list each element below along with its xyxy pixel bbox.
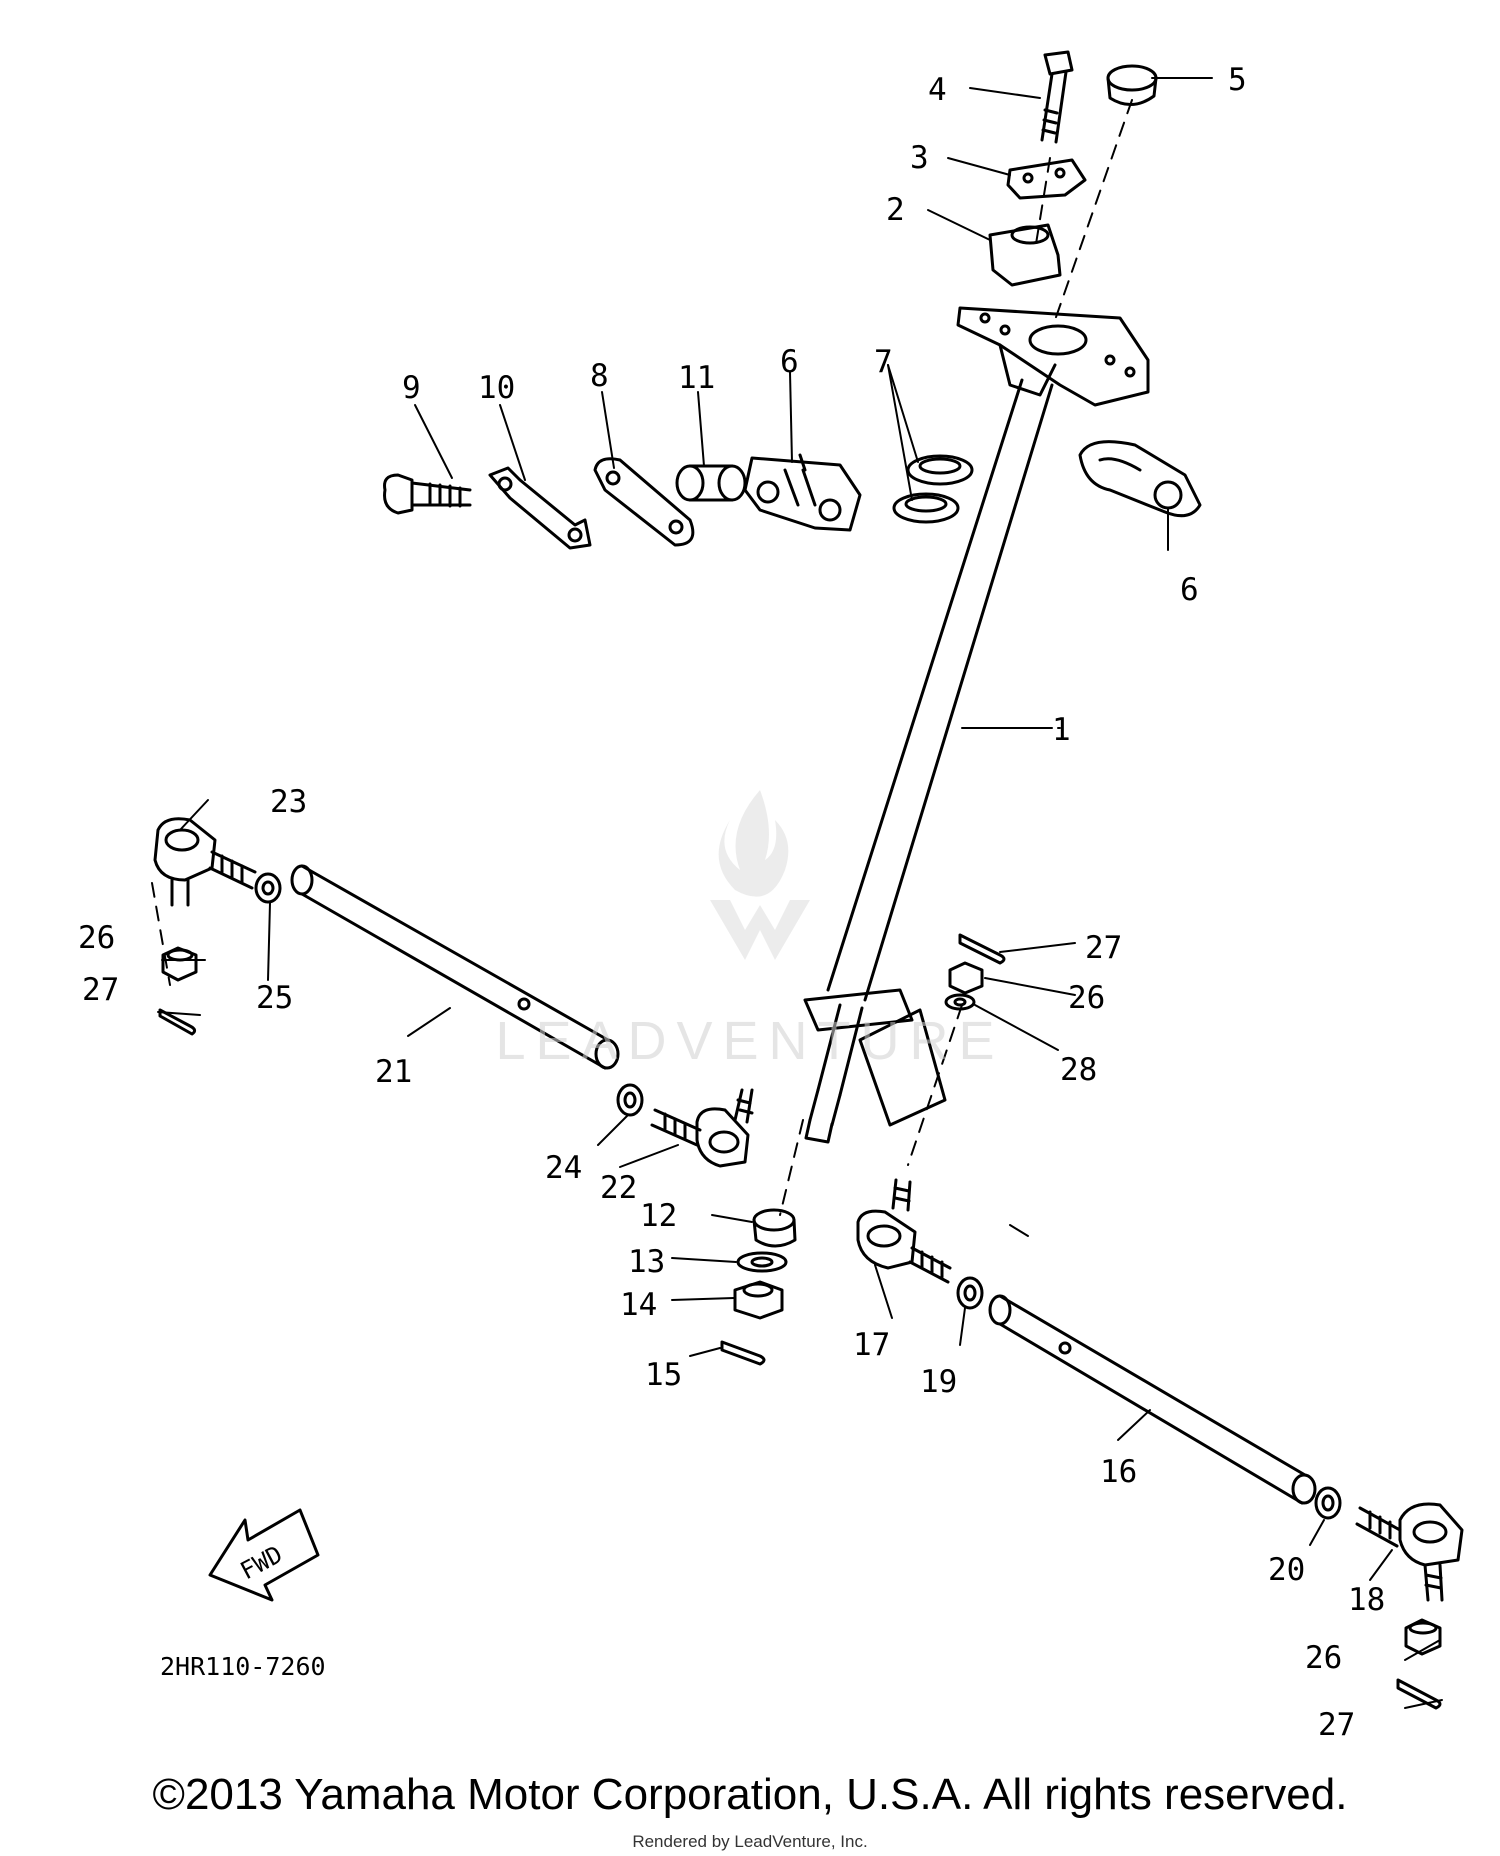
callout-19: 19 xyxy=(920,1364,957,1400)
rod-end-left-outer[interactable] xyxy=(153,817,257,907)
assembly-centerlines xyxy=(151,99,1133,1216)
callout-27-left: 27 xyxy=(82,972,119,1008)
callout-4: 4 xyxy=(928,72,947,108)
callout-9: 9 xyxy=(402,370,421,406)
cotter-pin-15[interactable] xyxy=(720,1340,766,1366)
lower-bolt[interactable] xyxy=(383,473,472,515)
upper-bolt[interactable] xyxy=(1040,50,1074,144)
callout-13: 13 xyxy=(628,1244,665,1280)
callout-18: 18 xyxy=(1348,1582,1385,1618)
fwd-arrow-icon xyxy=(208,1508,320,1602)
tie-rod-right[interactable] xyxy=(988,1294,1317,1505)
callout-5: 5 xyxy=(1228,62,1247,98)
collar[interactable] xyxy=(988,223,1062,287)
callout-7: 7 xyxy=(874,344,893,380)
steering-shaft[interactable] xyxy=(803,378,1054,1144)
callout-6-top: 6 xyxy=(780,344,799,380)
shaft-clamp-left[interactable] xyxy=(743,453,862,532)
callout-22: 22 xyxy=(600,1170,637,1206)
callout-23: 23 xyxy=(270,784,307,820)
shaft-clamp-right[interactable] xyxy=(1078,440,1202,518)
callout-20: 20 xyxy=(1268,1552,1305,1588)
callout-17: 17 xyxy=(853,1327,890,1363)
washer-13[interactable] xyxy=(736,1251,788,1273)
callout-27-mid: 27 xyxy=(1085,930,1122,966)
callout-1: 1 xyxy=(1052,712,1071,748)
callout-27-right: 27 xyxy=(1318,1707,1355,1743)
lock-washer[interactable] xyxy=(488,466,592,550)
rod-end-right-outer[interactable] xyxy=(1355,1502,1464,1602)
watermark-text: LEADVENTURE xyxy=(495,1011,1005,1071)
watermark-logo-icon xyxy=(710,790,810,960)
callout-21: 21 xyxy=(375,1054,412,1090)
handlebar-holder[interactable] xyxy=(956,306,1150,407)
callout-6-right: 6 xyxy=(1180,572,1199,608)
callout-10: 10 xyxy=(478,370,515,406)
holder-cap[interactable] xyxy=(1006,158,1087,200)
callout-8: 8 xyxy=(590,358,609,394)
callout-15: 15 xyxy=(645,1357,682,1393)
callout-26-mid: 26 xyxy=(1068,980,1105,1016)
bushings[interactable] xyxy=(892,454,974,524)
plate[interactable] xyxy=(593,457,695,547)
nut-right-inner[interactable] xyxy=(956,1276,984,1310)
cotter-pin-left[interactable] xyxy=(158,1008,197,1036)
callout-2: 2 xyxy=(886,192,905,228)
cotter-pin-mid[interactable] xyxy=(958,933,1006,965)
callout-26-right: 26 xyxy=(1305,1640,1342,1676)
callout-25: 25 xyxy=(256,980,293,1016)
diagram-code: 2HR110-7260 xyxy=(160,1652,326,1681)
cotter-pin-right[interactable] xyxy=(1396,1678,1442,1710)
callout-3: 3 xyxy=(910,140,929,176)
callout-24: 24 xyxy=(545,1150,582,1186)
rod-end-left-inner[interactable] xyxy=(650,1088,754,1168)
collar-12[interactable] xyxy=(752,1208,797,1248)
copyright-notice: ©2013 Yamaha Motor Corporation, U.S.A. A… xyxy=(152,1770,1348,1819)
castle-nut-mid[interactable] xyxy=(948,961,984,995)
callouts: 1 2 3 4 5 6 6 7 8 9 10 11 12 13 14 15 16… xyxy=(78,62,1385,1743)
spacer[interactable] xyxy=(675,464,747,502)
castle-nut-right[interactable] xyxy=(1404,1618,1442,1656)
rod-end-right-inner[interactable] xyxy=(856,1178,952,1284)
leader-lines xyxy=(157,77,1443,1709)
callout-11: 11 xyxy=(678,360,715,396)
castle-nut-14[interactable] xyxy=(733,1280,784,1320)
rendered-by-note: Rendered by LeadVenture, Inc. xyxy=(632,1832,868,1851)
callout-16: 16 xyxy=(1100,1454,1137,1490)
cap-plug[interactable] xyxy=(1106,64,1158,106)
callout-28: 28 xyxy=(1060,1052,1097,1088)
nut-left-inner[interactable] xyxy=(616,1083,644,1117)
callout-14: 14 xyxy=(620,1287,657,1323)
callout-26-left: 26 xyxy=(78,920,115,956)
callout-12: 12 xyxy=(640,1198,677,1234)
nut-right-outer[interactable] xyxy=(1314,1486,1342,1520)
tie-rod-left[interactable] xyxy=(290,864,620,1070)
nut-left-outer[interactable] xyxy=(254,872,282,904)
washer-28[interactable] xyxy=(944,993,976,1011)
castle-nut-left[interactable] xyxy=(161,946,198,982)
